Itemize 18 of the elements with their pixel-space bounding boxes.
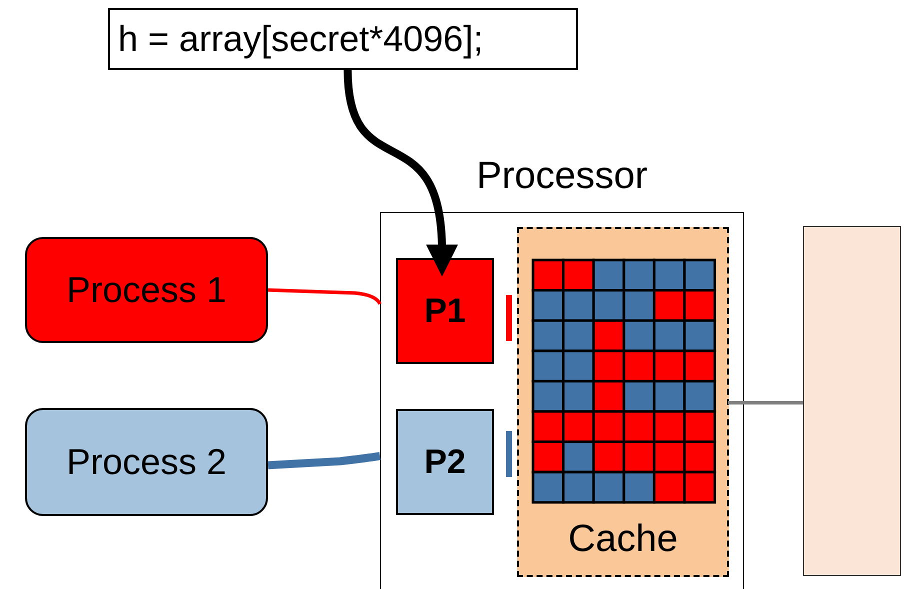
curved-arrow (344, 70, 458, 277)
cache-box (517, 227, 729, 577)
connector-line (268, 288, 382, 305)
process-box (25, 237, 268, 343)
code-text: h = array[secret*4096]; (118, 18, 484, 60)
process-box (25, 408, 268, 516)
cache-label: Cache (567, 518, 679, 561)
memory-box (803, 226, 901, 576)
core-box (396, 258, 494, 364)
core-box (396, 409, 494, 515)
node-label: Process 2 (66, 441, 227, 483)
processor-label: Processor (475, 155, 649, 198)
node-label: Process 1 (66, 269, 227, 311)
connector-line (268, 452, 381, 470)
node-label: P2 (424, 442, 466, 482)
connector-line (728, 401, 803, 404)
code-box (108, 8, 578, 70)
node-label: P1 (424, 292, 466, 330)
